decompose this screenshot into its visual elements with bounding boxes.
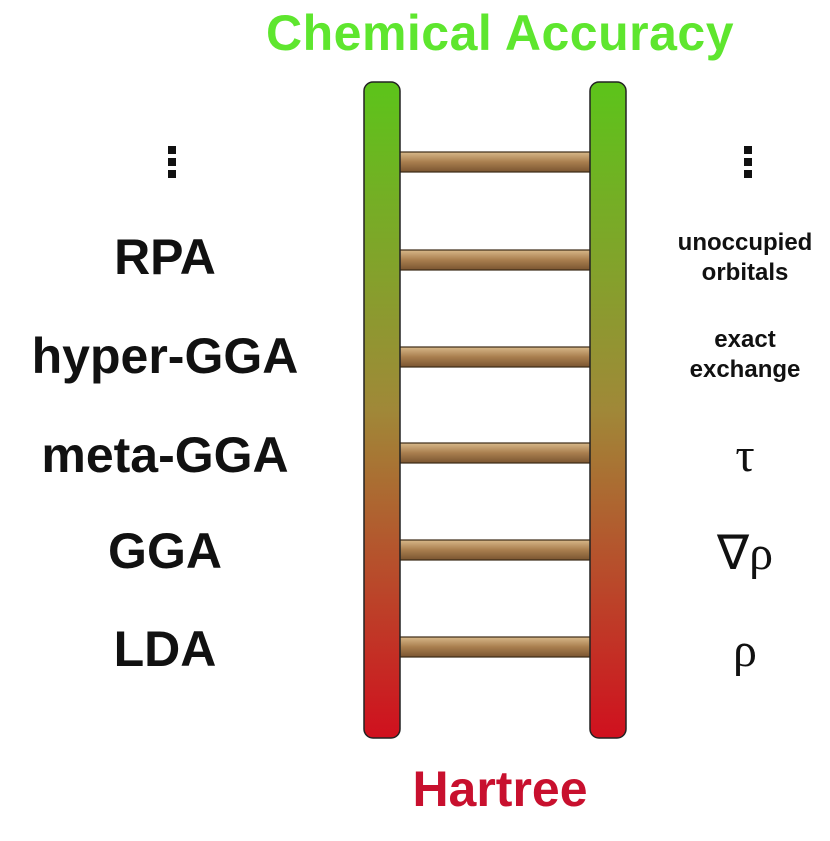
title-hartree: Hartree bbox=[412, 761, 588, 817]
right-ellipsis-icon bbox=[744, 146, 754, 182]
rung-gga bbox=[397, 539, 593, 561]
ingredient-gga-gradient-rho: ∇ρ bbox=[716, 527, 774, 580]
rung-hyper-gga bbox=[397, 346, 593, 368]
label-meta-gga: meta-GGA bbox=[41, 427, 289, 483]
ingredient-rpa: unoccupied orbitals bbox=[660, 228, 830, 288]
label-lda: LDA bbox=[113, 621, 217, 677]
ingredient-rpa-line1: unoccupied bbox=[677, 229, 813, 256]
label-gga: GGA bbox=[108, 523, 222, 579]
ingredient-rpa-line2: orbitals bbox=[701, 259, 789, 286]
ingredient-hyper-gga: exact exchange bbox=[660, 325, 830, 385]
ingredient-lda-rho: ρ bbox=[733, 624, 757, 677]
rung-meta-gga bbox=[397, 442, 593, 464]
rung-top bbox=[397, 151, 593, 173]
ladder-rungs bbox=[397, 151, 593, 658]
left-ellipsis-icon bbox=[168, 146, 178, 182]
ingredient-hyper-line1: exact bbox=[714, 326, 776, 353]
rung-lda bbox=[397, 636, 593, 658]
label-hyper-gga: hyper-GGA bbox=[31, 328, 299, 384]
ladder-rail-left bbox=[363, 81, 401, 739]
ladder-rail-right bbox=[589, 81, 627, 739]
title-chemical-accuracy: Chemical Accuracy bbox=[266, 5, 734, 61]
ingredient-hyper-line2: exchange bbox=[689, 356, 801, 383]
rung-rpa bbox=[397, 249, 593, 271]
label-rpa: RPA bbox=[114, 229, 216, 285]
ingredient-meta-gga-tau: τ bbox=[735, 429, 755, 482]
